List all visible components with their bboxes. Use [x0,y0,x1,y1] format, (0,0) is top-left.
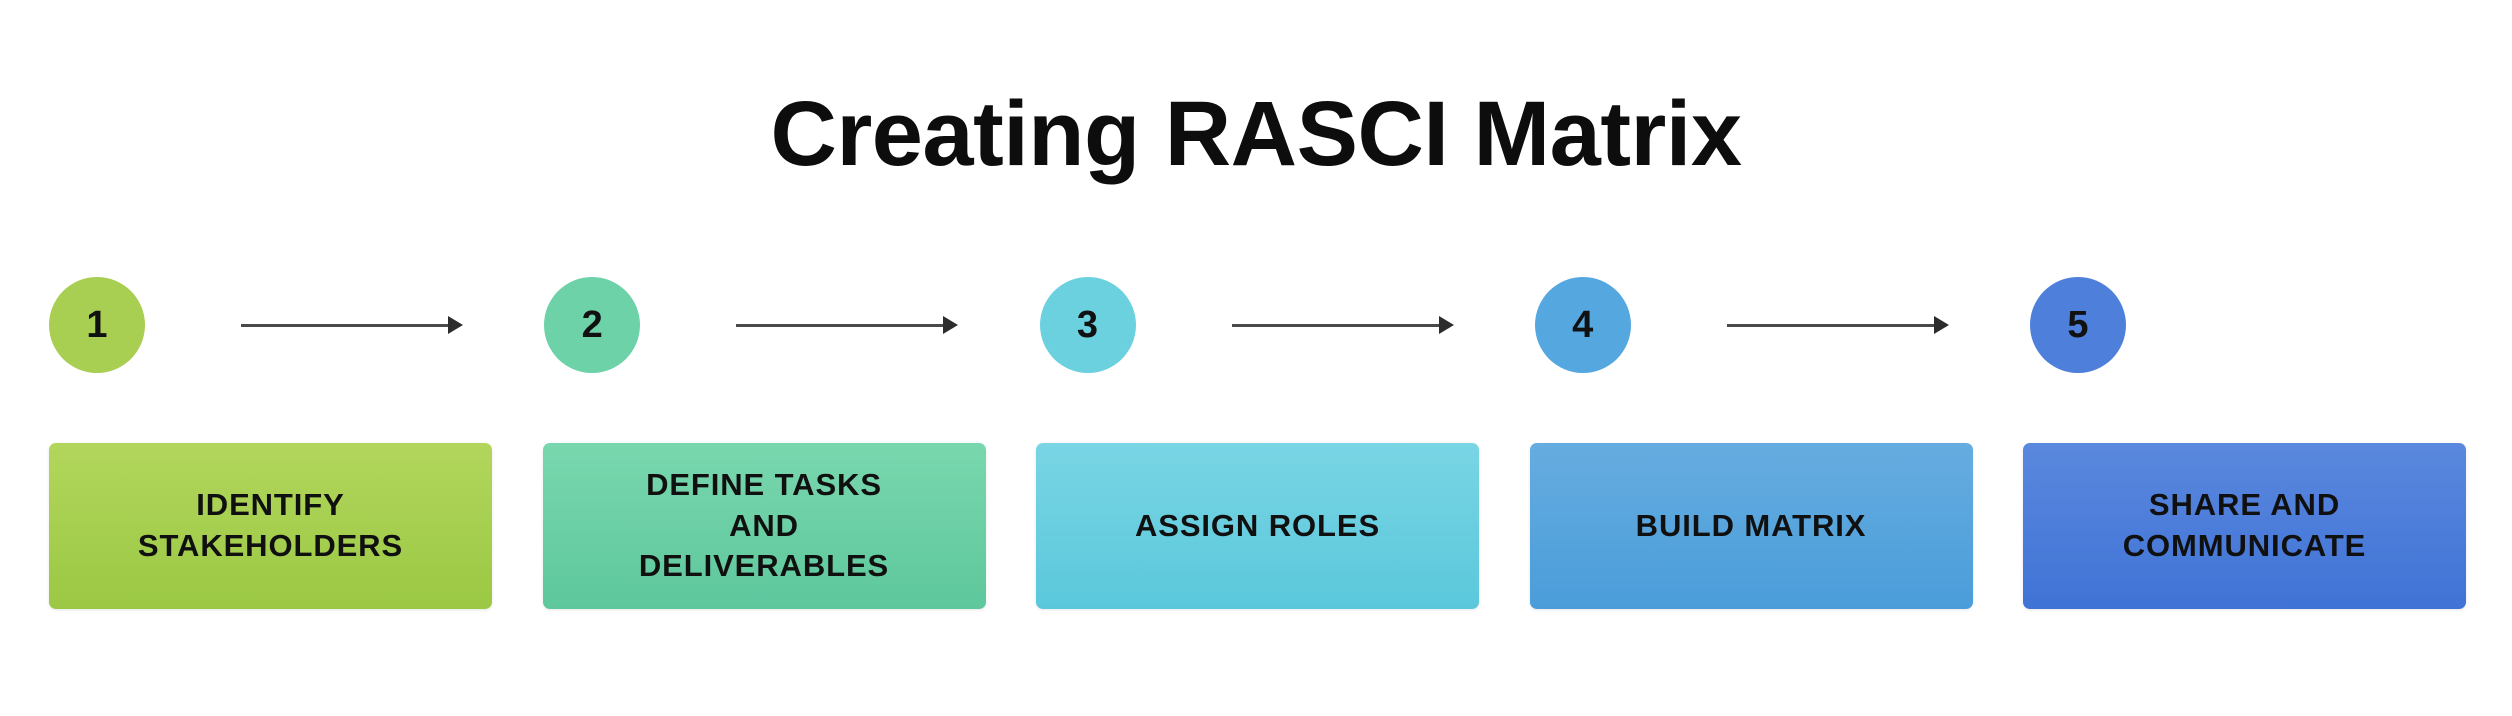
step-label-5: SHARE AND COMMUNICATE [2122,487,2367,563]
step-box-2[interactable]: DEFINE TASKS AND DELIVERABLES [542,443,986,609]
step-number-1: 1 [86,303,108,346]
step-label-1: IDENTIFY STAKEHOLDERS [137,487,404,563]
arrow-line [1231,323,1441,327]
step-node-1: 1 [49,277,485,373]
step-box-3[interactable]: ASSIGN ROLES [1036,443,1479,609]
right-arrow-icon [241,315,463,335]
step-number-row: 1 2 3 [49,277,2466,373]
right-arrow-icon [1726,315,1949,335]
step-box-1[interactable]: IDENTIFY STAKEHOLDERS [49,443,492,609]
step-circle-3[interactable]: 3 [1039,277,1136,373]
step-circle-1[interactable]: 1 [49,277,145,373]
step-label-row: IDENTIFY STAKEHOLDERS DEFINE TASKS AND D… [49,443,2466,609]
arrow-line [736,323,946,327]
step-node-3: 3 [1039,277,1476,373]
step-number-4: 4 [1572,303,1594,346]
arrow-head [943,316,959,334]
step-circle-5[interactable]: 5 [2030,277,2126,373]
step-label-2: DEFINE TASKS AND DELIVERABLES [638,466,890,584]
step-box-5[interactable]: SHARE AND COMMUNICATE [2023,443,2466,609]
step-circle-4[interactable]: 4 [1534,277,1631,373]
step-label-4: BUILD MATRIX [1635,507,1867,543]
arrow-line [1726,323,1936,327]
step-node-5: 5 [2030,277,2466,373]
step-number-3: 3 [1076,303,1099,346]
arrow-head [1933,316,1949,334]
step-number-2: 2 [581,303,603,346]
arrow-head [448,316,463,334]
step-number-5: 5 [2067,303,2089,346]
step-node-2: 2 [544,277,980,373]
step-box-4[interactable]: BUILD MATRIX [1529,443,1973,609]
step-circle-2[interactable]: 2 [544,277,641,373]
right-arrow-icon [1231,315,1454,335]
arrow-line [241,323,450,327]
step-label-3: ASSIGN ROLES [1134,507,1381,543]
page-title: Creating RASCI Matrix [770,83,1743,185]
right-arrow-icon [736,315,959,335]
step-node-4: 4 [1534,277,1971,373]
arrow-head [1438,316,1454,334]
